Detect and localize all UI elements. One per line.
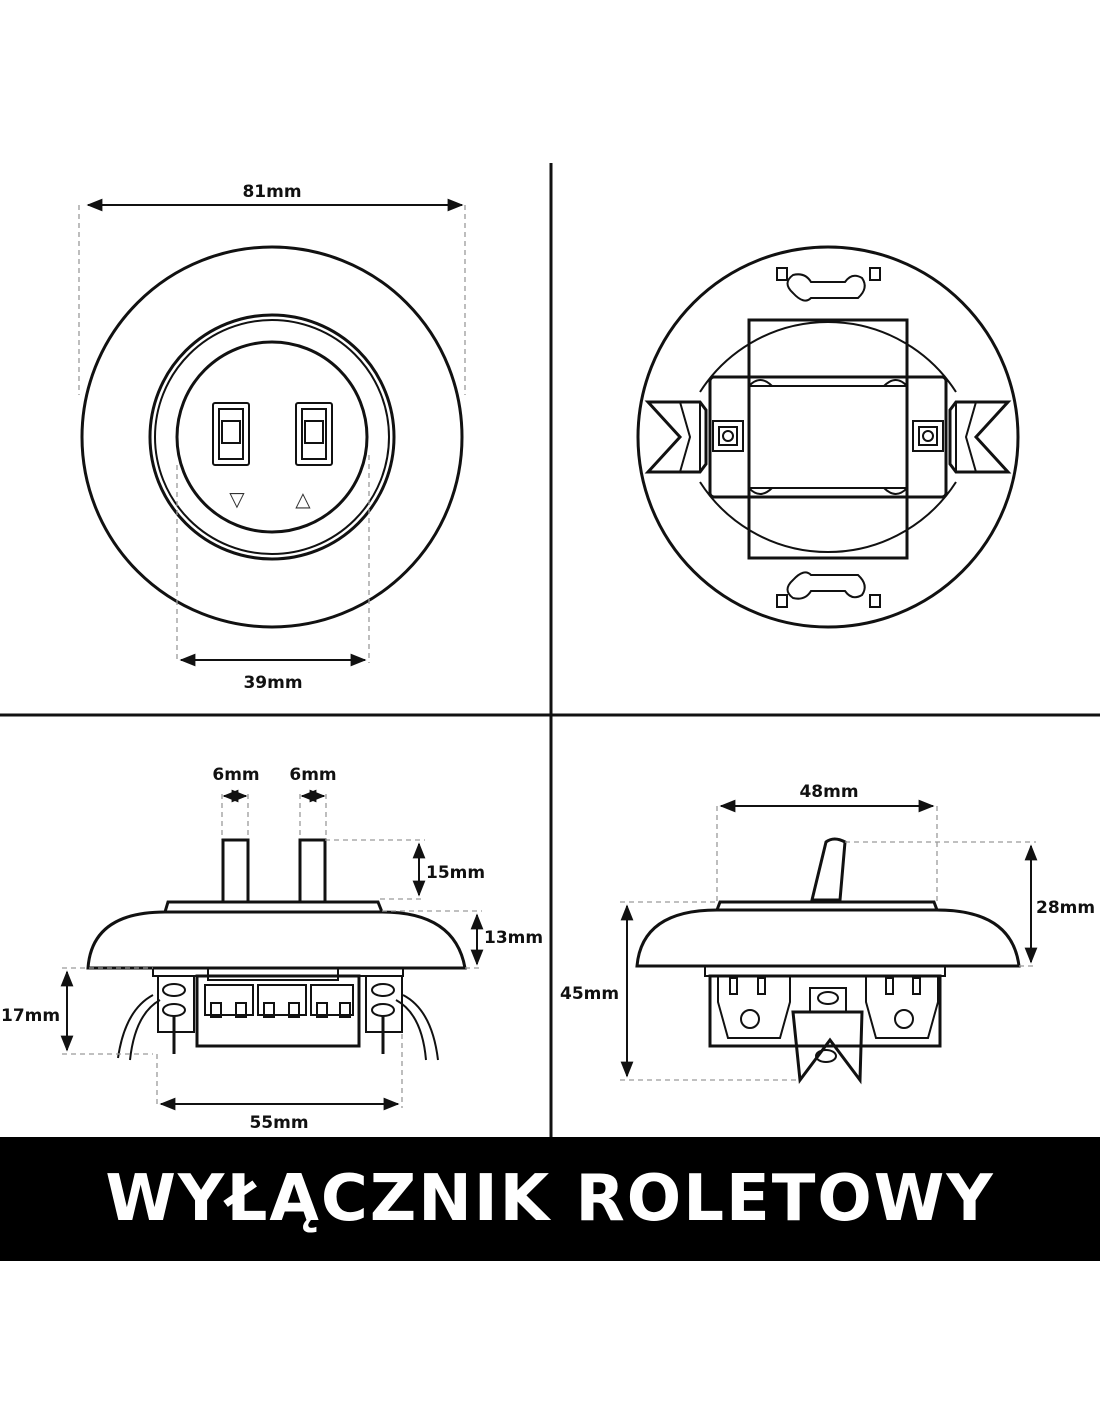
dim-front-width: 81mm xyxy=(242,182,301,202)
dim-cover-height: 13mm xyxy=(484,928,543,948)
left-terminal xyxy=(712,420,744,452)
side-cover xyxy=(86,910,467,970)
dim-button-height: 15mm xyxy=(426,863,485,883)
down-arrow-icon: ▽ xyxy=(229,487,245,511)
dim-side-top-height: 28mm xyxy=(1036,898,1095,918)
technical-drawing: 81mm ▽ △ 39mm xyxy=(0,163,1100,1137)
side-right-screw xyxy=(365,975,439,1061)
front-insert xyxy=(175,340,369,534)
dim-insert-width: 39mm xyxy=(243,673,302,693)
up-arrow-icon: △ xyxy=(295,487,311,511)
dim-button-width-1: 6mm xyxy=(212,765,259,785)
front-bezel xyxy=(148,313,396,561)
front-outer-ring xyxy=(80,245,464,629)
side-view-front: 6mm 6mm 15mm 13mm xyxy=(1,765,543,1133)
side-mechanism xyxy=(195,974,361,1048)
side-button-left xyxy=(221,838,250,904)
left-clamp-claw xyxy=(644,400,708,474)
quadrant-dividers xyxy=(0,163,1100,1137)
back-view xyxy=(636,245,1020,629)
dim-base-width: 55mm xyxy=(249,1113,308,1133)
profile-cover xyxy=(635,908,1021,968)
title-banner: WYŁĄCZNIK ROLETOWY xyxy=(0,1137,1100,1261)
side-left-screw xyxy=(117,975,195,1061)
front-view: 81mm ▽ △ 39mm xyxy=(78,182,466,693)
side-button-right xyxy=(298,838,327,904)
side-view-profile: 48mm 28mm 45mm xyxy=(560,782,1095,1085)
dim-mount-depth: 17mm xyxy=(1,1006,60,1026)
up-button xyxy=(295,402,333,466)
product-title: WYŁĄCZNIK ROLETOWY xyxy=(105,1162,995,1236)
down-button xyxy=(212,402,250,466)
bottom-mount-slot xyxy=(786,571,866,600)
mechanism-body xyxy=(747,318,909,560)
back-outer-ring xyxy=(636,245,1020,629)
profile-lever xyxy=(810,837,847,902)
top-mount-slot xyxy=(786,273,866,302)
dim-button-width-2: 6mm xyxy=(289,765,336,785)
profile-clamp xyxy=(791,987,864,1085)
right-terminal xyxy=(912,420,944,452)
dim-side-width: 48mm xyxy=(799,782,858,802)
dim-total-height: 45mm xyxy=(560,984,619,1004)
right-clamp-claw xyxy=(948,400,1012,474)
